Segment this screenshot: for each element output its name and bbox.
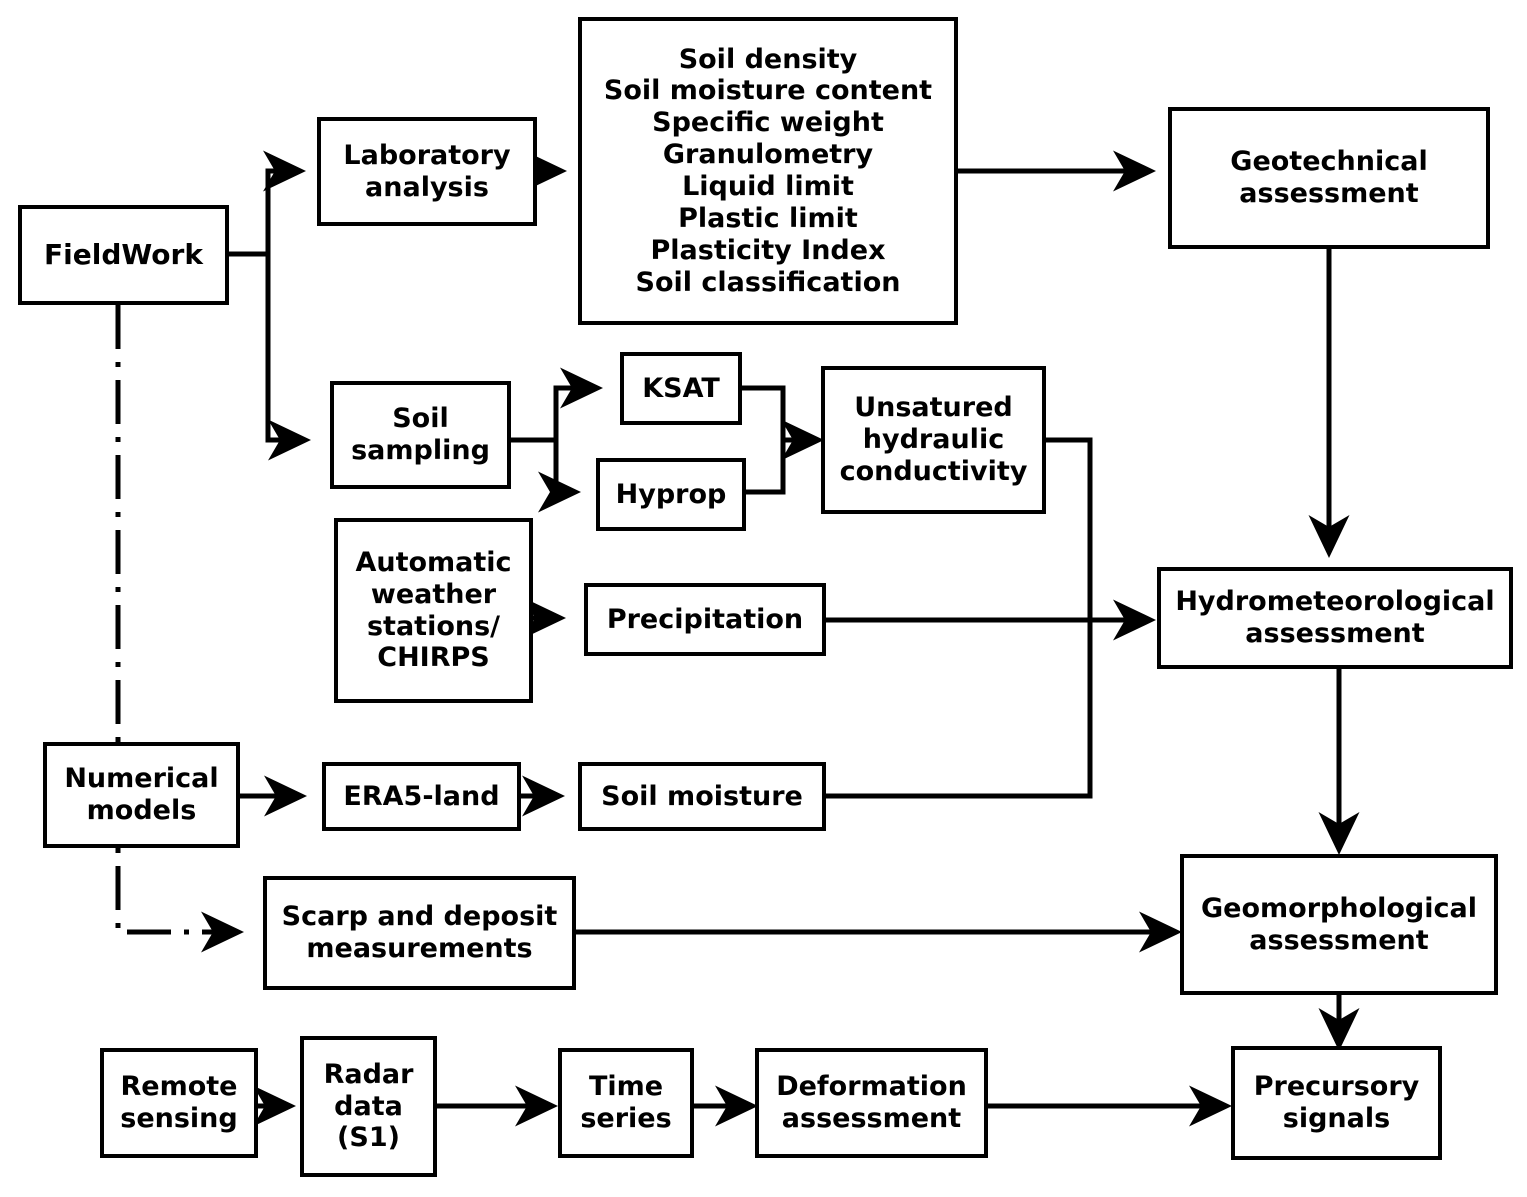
edge-unsaturated-to-hydrometeorological [1046,437,1093,620]
edge-soil-sampling-to-hyprop [537,440,581,513]
node-ksat-label: KSAT [642,372,720,404]
node-ksat[interactable]: KSAT [620,352,742,425]
node-hyprop[interactable]: Hyprop [596,458,746,531]
node-precipitation[interactable]: Precipitation [584,583,826,656]
node-hyprop-label: Hyprop [615,478,727,510]
node-era5-land-label: ERA5-land [343,780,500,812]
edge-soil-moisture-to-hydrometeorological [826,620,1093,799]
edge-numerical-to-scarp [115,848,244,953]
edge-fieldwork-to-laboratory [262,150,306,254]
edge-hyprop-to-unsaturated [746,440,786,495]
edge-ksat-to-unsaturated [742,385,786,440]
node-fieldwork[interactable]: FieldWork [18,205,229,305]
edge-fieldwork-to-soil-sampling [265,254,311,461]
node-era5-land[interactable]: ERA5-land [322,762,521,831]
node-soil-moisture-label: Soil moisture [601,780,803,812]
node-precipitation-label: Precipitation [606,603,804,635]
edge-soil-sampling-to-ksat [553,367,603,440]
node-fieldwork-label: FieldWork [44,238,203,272]
node-soil-moisture[interactable]: Soil moisture [578,762,826,831]
